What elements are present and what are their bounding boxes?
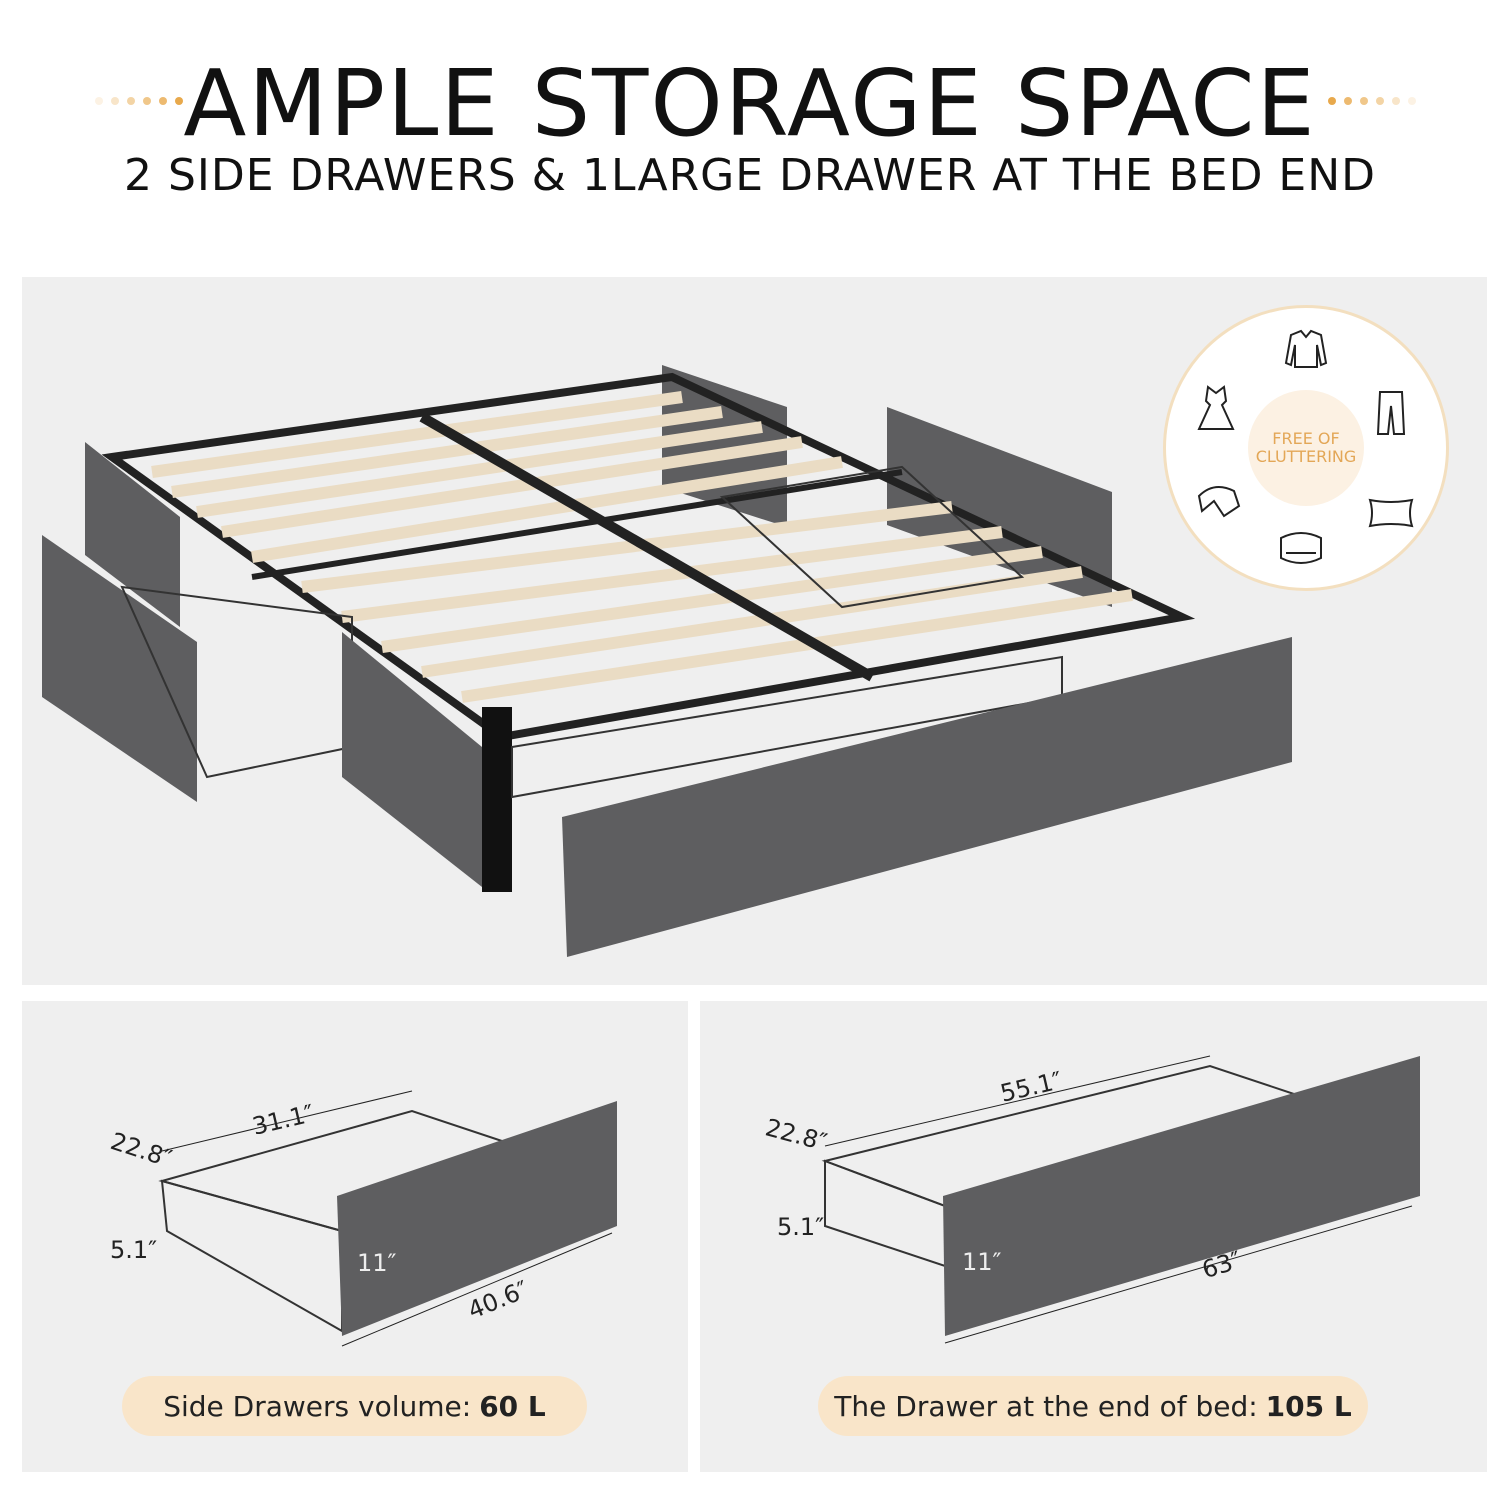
- caption-label: Side Drawers volume:: [163, 1389, 472, 1423]
- dim-height: 5.1″: [777, 1213, 825, 1241]
- caption-value: 105 L: [1265, 1389, 1352, 1423]
- caption-value: 60 L: [479, 1389, 546, 1423]
- badge-text-line1: FREE OF: [1272, 429, 1340, 448]
- side-drawer-volume-caption: Side Drawers volume:60 L: [122, 1376, 587, 1436]
- blanket-icon: [1280, 532, 1322, 564]
- badge-text-line2: CLUTTERING: [1255, 447, 1357, 466]
- page-subtitle: 2 SIDE DRAWERS & 1LARGE DRAWER AT THE BE…: [123, 150, 1377, 201]
- page-title: AMPLE STORAGE SPACE: [183, 50, 1317, 157]
- scarf-icon: [1197, 486, 1241, 518]
- side-drawer-illustration: [158, 1090, 617, 1347]
- dim-front-height: 11″: [357, 1249, 397, 1277]
- end-drawer-volume-caption: The Drawer at the end of bed:105 L: [818, 1376, 1368, 1436]
- end-drawer-illustration: [821, 1055, 1420, 1344]
- bed-frame-illustration: [42, 365, 1292, 957]
- end-drawer-panel: 55.1″ 22.8″ 5.1″ 11″ 63″ The Drawer at t…: [700, 1001, 1487, 1472]
- dim-front-height: 11″: [962, 1248, 1002, 1276]
- decorative-dots-right: [1328, 97, 1416, 105]
- dress-icon: [1197, 385, 1235, 430]
- dim-height: 5.1″: [110, 1236, 158, 1264]
- sweater-icon: [1284, 329, 1328, 368]
- side-drawer-panel: 31.1″ 22.8″ 5.1″ 11″ 40.6″ Side Drawers …: [22, 1001, 688, 1472]
- pants-icon: [1376, 391, 1406, 435]
- caption-label: The Drawer at the end of bed:: [834, 1389, 1258, 1423]
- pillow-icon: [1368, 498, 1414, 528]
- decorative-dots-left: [95, 97, 183, 105]
